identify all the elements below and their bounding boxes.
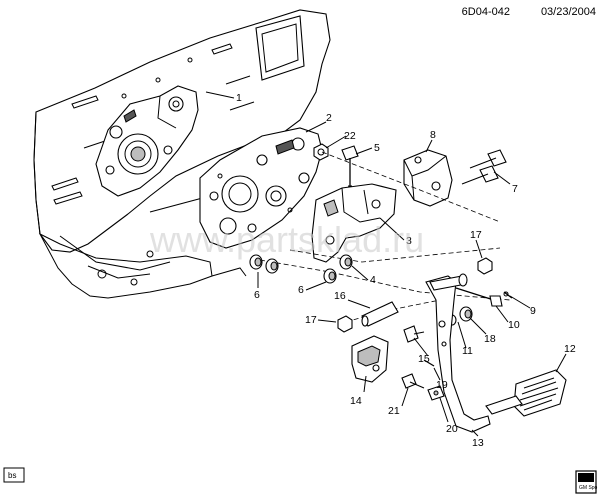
- pedal-pad-part-12: [485, 369, 567, 417]
- callout-1: 1: [236, 92, 242, 104]
- clip-part-9: [503, 291, 513, 299]
- bushing-part-6: [323, 268, 337, 284]
- callout-14: 14: [350, 395, 362, 407]
- bolt-part-10: [455, 287, 503, 307]
- callout-17: 17: [305, 314, 317, 326]
- upper-bracket-part-8: [403, 149, 453, 207]
- callout-17: 17: [470, 229, 482, 241]
- callout-7: 7: [512, 183, 518, 195]
- callout-2: 2: [326, 112, 332, 124]
- clip-part-19: [423, 359, 435, 367]
- bushing-part-4: [339, 254, 353, 270]
- bolt-part-5: [341, 145, 359, 187]
- callout-21: 21: [388, 405, 400, 417]
- plate-part-2: [199, 127, 323, 249]
- callout-8: 8: [430, 129, 436, 141]
- callout-3: 3: [406, 235, 412, 247]
- callout-16: 16: [334, 290, 346, 302]
- callout-13: 13: [472, 437, 484, 449]
- pedal-bracket-part-3: [311, 183, 397, 263]
- switch-part-15: [403, 325, 425, 343]
- assembly-line: [289, 247, 501, 263]
- callout-5: 5: [374, 142, 380, 154]
- watermark: www.partsklad.ru: [149, 219, 424, 260]
- gm-spo-logo: GM Spo: [575, 470, 598, 494]
- assembly-line: [259, 259, 511, 301]
- callout-22: 22: [344, 130, 356, 142]
- callout-4: 4: [370, 274, 376, 286]
- bolts-part-7: [461, 149, 507, 185]
- callout-15: 15: [418, 353, 430, 365]
- callout-20: 20: [446, 423, 458, 435]
- diagram-date: 03/23/2004: [541, 6, 596, 18]
- pedal-arm-part-13: [425, 273, 491, 433]
- callout-19: 19: [436, 379, 448, 391]
- sensor-part-20: [427, 385, 445, 401]
- footer-tag: bs: [3, 467, 25, 483]
- leader-lines: [205, 91, 567, 437]
- nut-part-17: [477, 257, 493, 275]
- shaft-part-16: [361, 301, 399, 327]
- assembly-line: [321, 151, 501, 223]
- callout-12: 12: [564, 343, 576, 355]
- callout-6: 6: [254, 289, 260, 301]
- callout-11: 11: [462, 345, 473, 357]
- switch-part-21: [401, 373, 425, 389]
- callout-9: 9: [530, 305, 536, 317]
- bushing-part-6: [249, 254, 279, 274]
- bushing-part-18: [459, 306, 473, 322]
- callout-18: 18: [484, 333, 496, 345]
- logo-text: GM Spo: [579, 485, 598, 491]
- bracket-part-1: [95, 85, 199, 197]
- diagram-code: 6D04-042: [462, 6, 510, 18]
- nut-part-17: [337, 315, 353, 333]
- nut-part-22: [313, 143, 329, 161]
- bracket-part-14: [351, 335, 389, 383]
- callout-10: 10: [508, 319, 520, 331]
- footer-tag-text: bs: [8, 471, 16, 480]
- callout-6: 6: [298, 284, 304, 296]
